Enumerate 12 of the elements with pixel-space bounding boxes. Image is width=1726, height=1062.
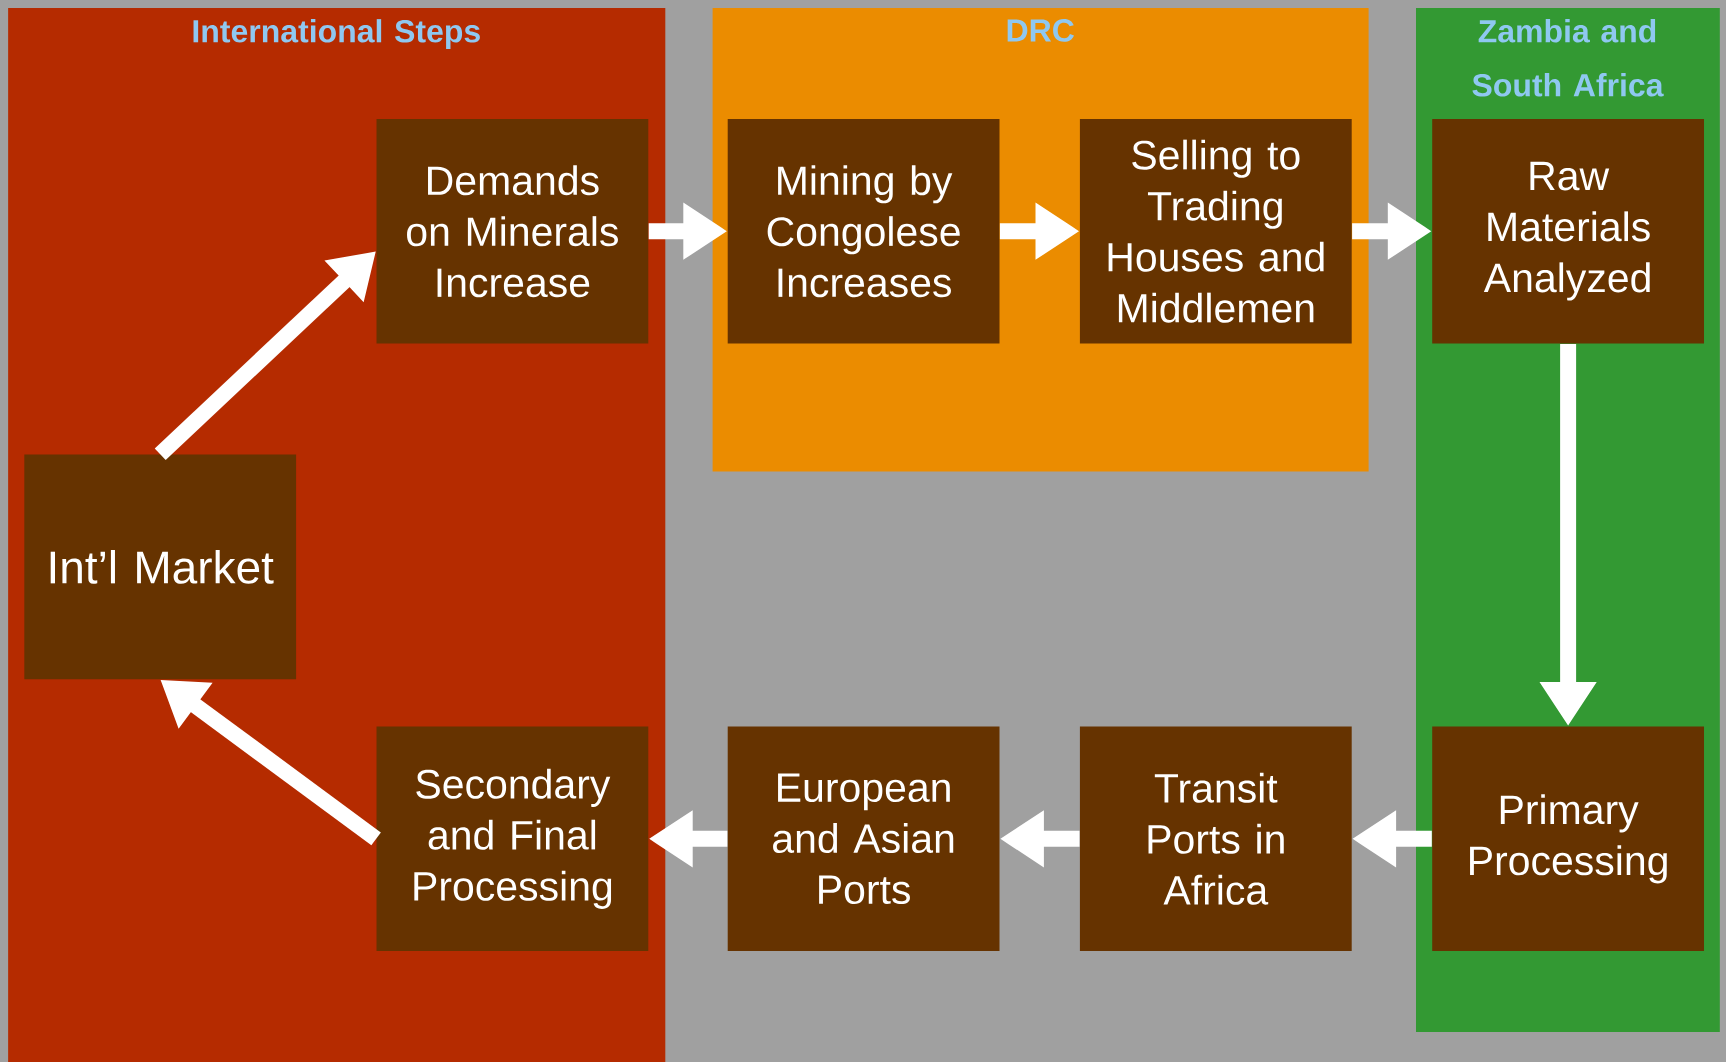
- region-title: Zambia and South Africa: [1472, 19, 1664, 97]
- process-box: Primary Processing: [1432, 726, 1704, 952]
- process-box: Secondary and Final Processing: [376, 726, 649, 952]
- process-box: Selling to Trading Houses and Middlemen: [1079, 118, 1352, 344]
- process-box: Transit Ports in Africa: [1079, 726, 1352, 952]
- process-box: European and Asian Ports: [727, 726, 1000, 952]
- process-box: Raw Materials Analyzed: [1432, 118, 1704, 344]
- region-title: DRC: [1007, 19, 1074, 42]
- region-title: International Steps: [193, 19, 480, 49]
- process-box: Mining by Congolese Increases: [727, 118, 1000, 344]
- process-box: Demands on Minerals Increase: [376, 118, 649, 344]
- process-box: Int’l Market: [24, 454, 297, 680]
